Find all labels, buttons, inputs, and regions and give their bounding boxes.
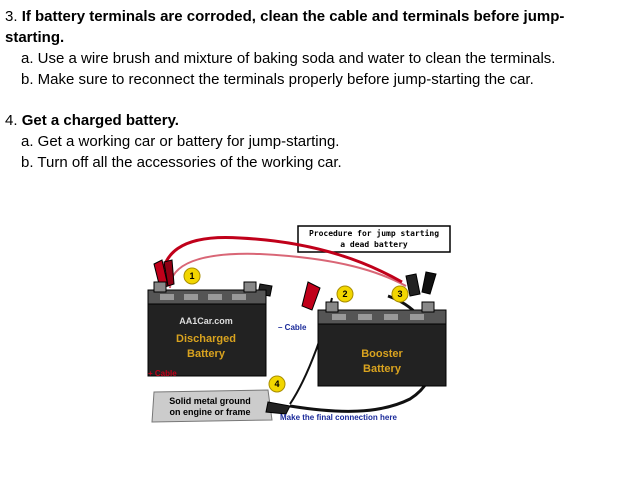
marker-2: 2: [336, 285, 354, 303]
svg-text:3: 3: [397, 289, 402, 299]
caption-box: Procedure for jump starting a dead batte…: [297, 225, 451, 253]
step-3-title-cont: starting.: [5, 29, 65, 46]
step-3-title: If battery terminals are corroded, clean…: [21, 8, 565, 25]
marker-4: 4: [268, 375, 286, 393]
final-connection-label: Make the final connection here: [280, 413, 397, 422]
neg-cable-label: – Cable: [278, 323, 307, 332]
ground-block: Solid metal ground on engine or frame: [151, 389, 291, 423]
booster-label-2: Battery: [363, 363, 402, 375]
step-4-heading: 4. Get a charged battery.: [5, 110, 633, 131]
step-4-title: Get a charged battery.: [21, 112, 179, 129]
step-4b: b. Turn off all the accessories of the w…: [21, 154, 342, 171]
step-3-number: 3.: [5, 8, 18, 25]
step-3a: a. Use a wire brush and mixture of bakin…: [21, 50, 556, 67]
step-3b: b. Make sure to reconnect the terminals …: [21, 71, 534, 88]
svg-text:1: 1: [189, 271, 194, 281]
caption-line-2: a dead battery: [340, 240, 408, 249]
svg-text:4: 4: [274, 379, 279, 389]
caption-line-1: Procedure for jump starting: [309, 228, 439, 238]
step-4a: a. Get a working car or battery for jump…: [21, 133, 340, 150]
ground-label-1: Solid metal ground: [169, 396, 251, 406]
booster-battery: Booster Battery: [317, 301, 447, 387]
black-clamps-booster: [405, 271, 437, 297]
watermark: AA1Car.com: [179, 316, 233, 326]
step-4-number: 4.: [5, 112, 18, 129]
step-3-heading: 3. If battery terminals are corroded, cl…: [5, 6, 633, 48]
pos-cable-label: + Cable: [148, 369, 177, 378]
svg-text:2: 2: [342, 289, 347, 299]
jump-start-diagram: Procedure for jump starting a dead batte…: [147, 225, 451, 423]
discharged-battery: AA1Car.com Discharged Battery: [147, 281, 267, 377]
instructions: 3. If battery terminals are corroded, cl…: [5, 6, 633, 173]
booster-label-1: Booster: [361, 348, 403, 360]
red-clamp-left: [153, 259, 175, 289]
ground-label-2: on engine or frame: [169, 407, 250, 417]
marker-1: 1: [183, 267, 201, 285]
discharged-label-2: Battery: [187, 348, 226, 360]
positive-cable: [160, 235, 403, 287]
marker-3: 3: [391, 285, 409, 303]
red-clamp-booster: [301, 281, 321, 311]
discharged-label-1: Discharged: [176, 333, 236, 345]
